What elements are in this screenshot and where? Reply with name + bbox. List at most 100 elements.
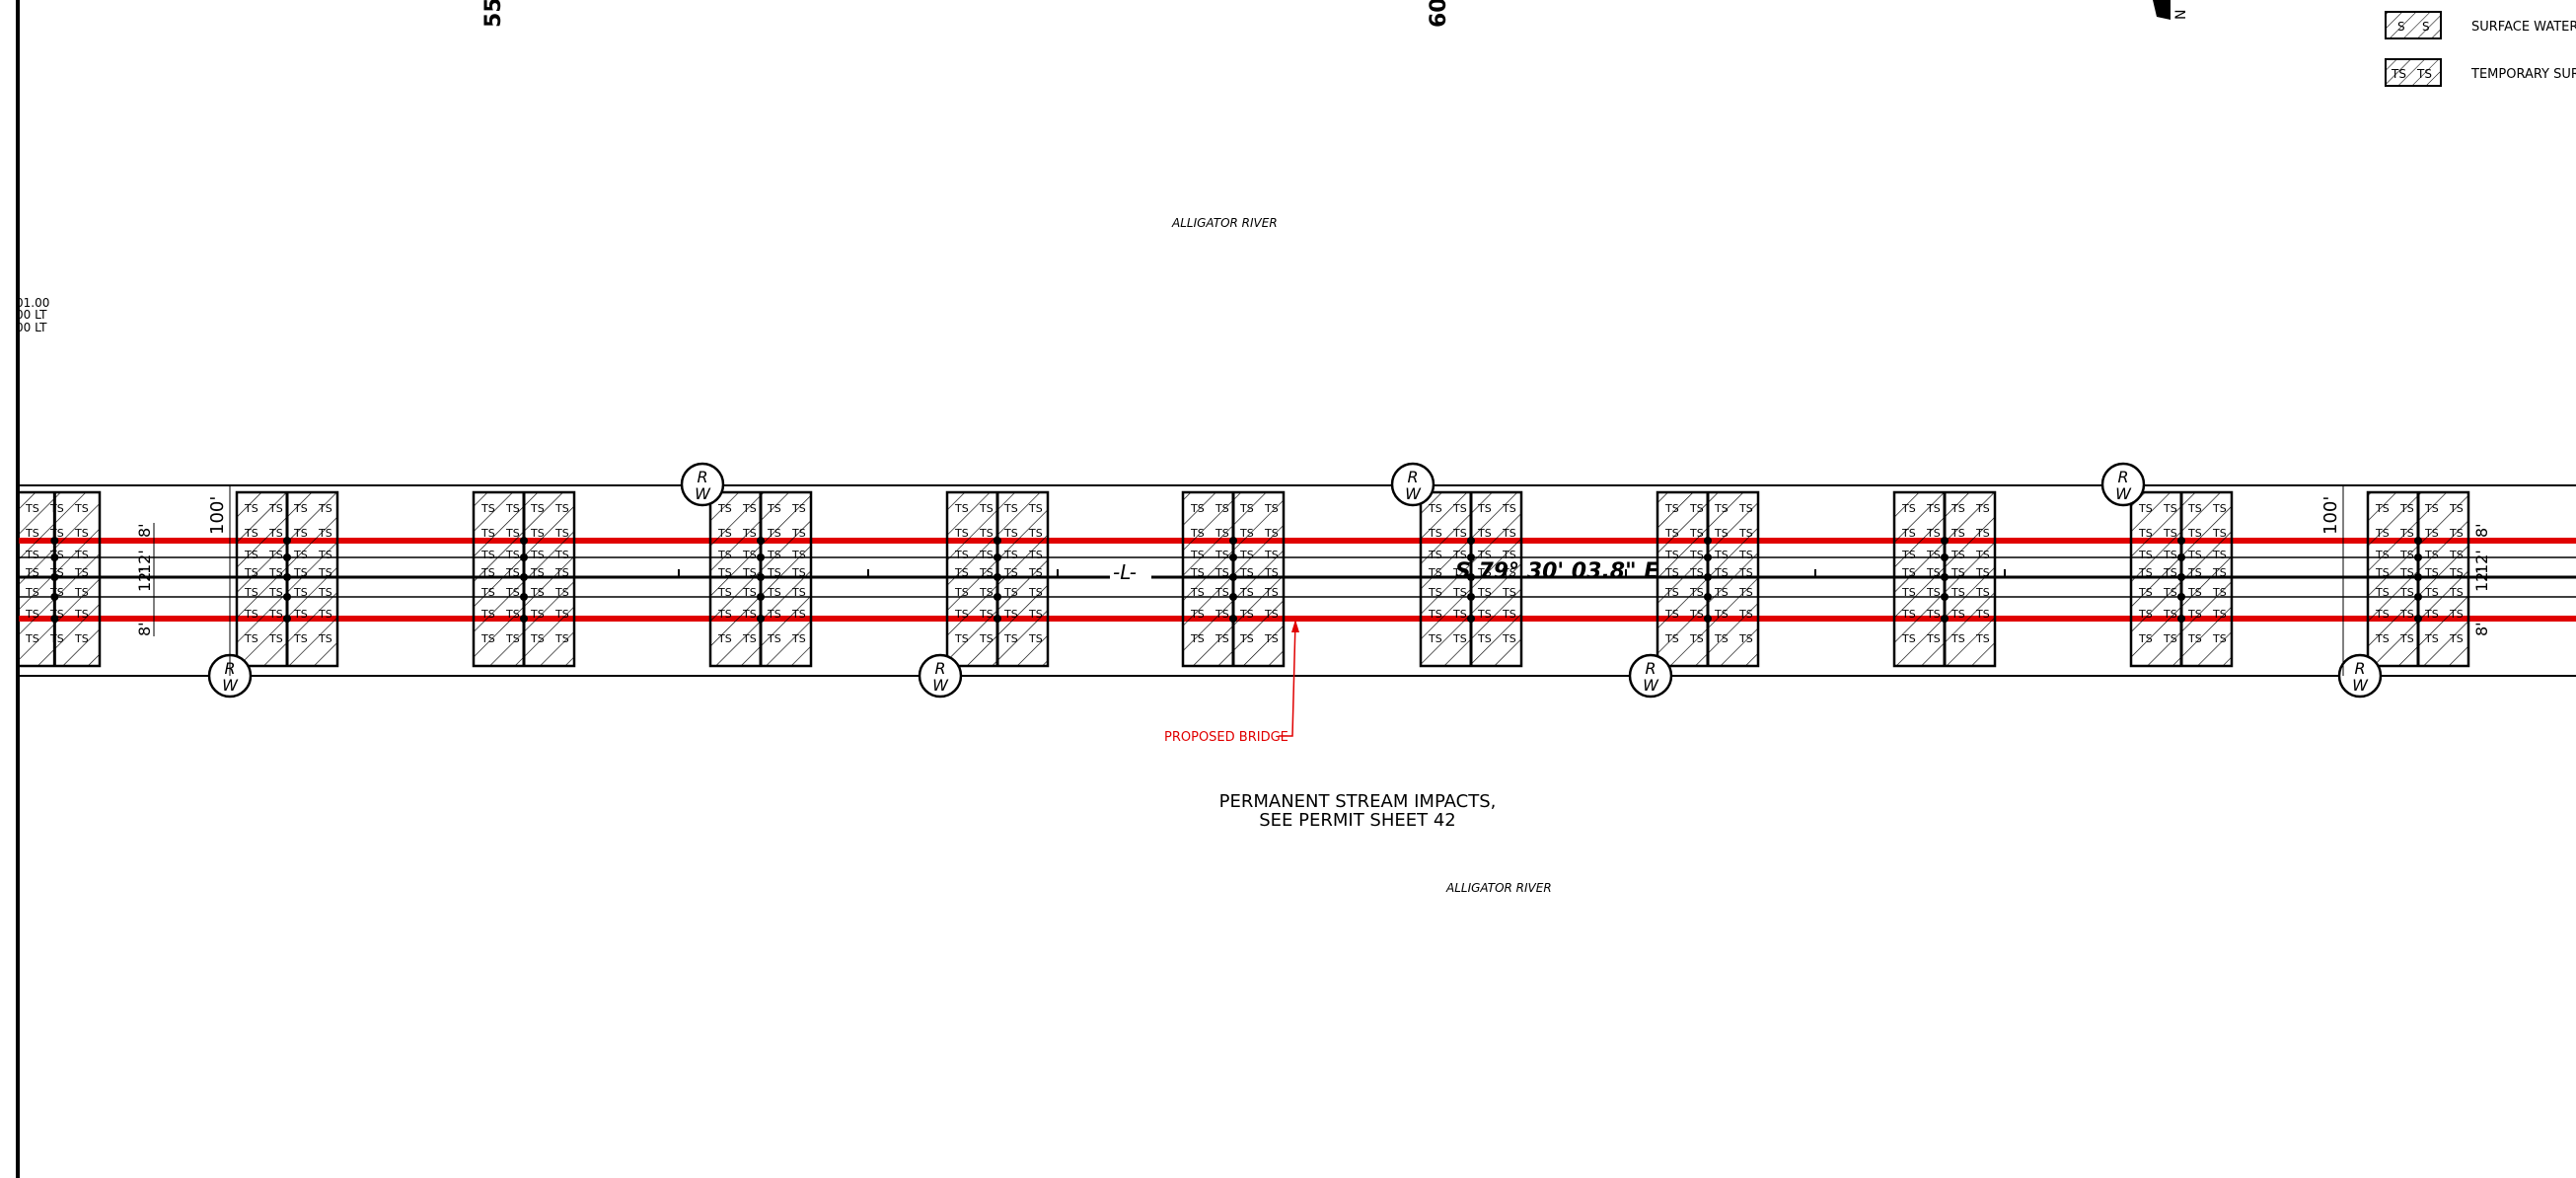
impact-hatch-label: TS bbox=[717, 608, 732, 621]
impact-hatch-label: TS bbox=[2187, 586, 2202, 599]
impact-hatch-label: TS bbox=[1975, 608, 1990, 621]
impact-hatch-label: TS bbox=[25, 586, 39, 599]
impact-hatch-label: TS bbox=[717, 586, 732, 599]
impact-hatch-label: TS bbox=[530, 632, 545, 645]
impact-hatch-label: TS bbox=[2212, 566, 2227, 579]
svg-text:W: W bbox=[2352, 676, 2369, 695]
impact-hatch-label: TS bbox=[1264, 527, 1279, 540]
impact-hatch-label: TS bbox=[25, 608, 39, 621]
impact-hatch-label: TS bbox=[1901, 566, 1916, 579]
impact-hatch-label: TS bbox=[318, 549, 332, 561]
impact-hatch-label: TS bbox=[49, 632, 64, 645]
svg-text:W: W bbox=[2115, 484, 2132, 503]
svg-text:N: N bbox=[2173, 10, 2189, 20]
right-of-way-marker: RW bbox=[2337, 653, 2383, 699]
impact-hatch-label: TS bbox=[1239, 632, 1254, 645]
impact-hatch-label: TS bbox=[268, 502, 283, 515]
impact-hatch-label: TS bbox=[1190, 502, 1205, 515]
edge-note-3: 00 LT bbox=[16, 321, 47, 334]
impact-hatch-label: TS bbox=[1502, 586, 1516, 599]
impact-hatch-label: TS bbox=[2163, 632, 2177, 645]
impact-hatch-label: TS bbox=[791, 566, 806, 579]
impact-hatch-label: TS bbox=[1428, 566, 1442, 579]
impact-hatch-label: TS bbox=[717, 502, 732, 515]
right-of-way-marker: RW bbox=[680, 462, 725, 507]
legend-swatch-surface-water bbox=[2385, 11, 2442, 39]
impact-hatch-label: TS bbox=[1738, 502, 1753, 515]
impact-hatch-label: TS bbox=[1264, 608, 1279, 621]
impact-hatch-label: TS bbox=[1239, 549, 1254, 561]
svg-text:W: W bbox=[1405, 484, 1422, 503]
impact-hatch-label: TS bbox=[767, 549, 781, 561]
station-label-right: 60 bbox=[1427, 0, 1451, 28]
impact-hatch-label: TS bbox=[2187, 608, 2202, 621]
impact-hatch-label: TS bbox=[2399, 527, 2414, 540]
impact-hatch-label: TS bbox=[1689, 566, 1704, 579]
impact-hatch-label: TS bbox=[25, 566, 39, 579]
impact-hatch-label: TS bbox=[25, 632, 39, 645]
impact-hatch-label: TS bbox=[2187, 549, 2202, 561]
impact-hatch-label: TS bbox=[1926, 608, 1941, 621]
impact-hatch-label: TS bbox=[767, 502, 781, 515]
impact-hatch-label: TS bbox=[318, 632, 332, 645]
impact-hatch-label: TS bbox=[1264, 586, 1279, 599]
legend-swatch-temporary-surface bbox=[2385, 58, 2442, 87]
impact-hatch-label: TS bbox=[1190, 586, 1205, 599]
impact-hatch-label: TS bbox=[1738, 566, 1753, 579]
impact-hatch-label: TS bbox=[74, 566, 89, 579]
impact-hatch-label: TS bbox=[1477, 527, 1492, 540]
svg-text:W: W bbox=[695, 484, 711, 503]
impact-hatch-label: TS bbox=[25, 527, 39, 540]
impact-hatch-label: TS bbox=[2375, 632, 2390, 645]
impact-hatch-label: TS bbox=[2449, 549, 2464, 561]
impact-hatch-label: TS bbox=[268, 549, 283, 561]
impact-hatch-label: TS bbox=[1901, 527, 1916, 540]
impact-hatch-label: TS bbox=[293, 549, 308, 561]
impact-hatch-label: TS bbox=[979, 608, 994, 621]
svg-text:S: S bbox=[2397, 20, 2405, 34]
impact-hatch-label: TS bbox=[1738, 632, 1753, 645]
impact-hatch-label: TS bbox=[293, 527, 308, 540]
impact-hatch-label: TS bbox=[49, 608, 64, 621]
impact-hatch-label: TS bbox=[1738, 549, 1753, 561]
impact-hatch-label: TS bbox=[954, 502, 969, 515]
impact-hatch-label: TS bbox=[1950, 566, 1965, 579]
impact-hatch-label: TS bbox=[554, 632, 569, 645]
impact-hatch-label: TS bbox=[480, 586, 495, 599]
svg-text:R: R bbox=[2354, 659, 2365, 678]
svg-text:R: R bbox=[2117, 468, 2128, 486]
impact-hatch-label: TS bbox=[49, 566, 64, 579]
impact-hatch-label: TS bbox=[1028, 566, 1043, 579]
impact-hatch-label: TS bbox=[2399, 502, 2414, 515]
impact-hatch-label: TS bbox=[1664, 502, 1679, 515]
impact-hatch-label: TS bbox=[2424, 527, 2439, 540]
impact-hatch-label: TS bbox=[1901, 549, 1916, 561]
impact-hatch-label: TS bbox=[1028, 502, 1043, 515]
impact-hatch-label: TS bbox=[791, 549, 806, 561]
impact-hatch-label: TS bbox=[742, 566, 757, 579]
impact-hatch-label: TS bbox=[318, 527, 332, 540]
impact-hatch-label: TS bbox=[954, 527, 969, 540]
impact-hatch-label: TS bbox=[2163, 586, 2177, 599]
station-label-left: 55 bbox=[481, 0, 506, 28]
dimension-12-right: 12' bbox=[2472, 550, 2491, 574]
impact-hatch-label: TS bbox=[1714, 586, 1729, 599]
impact-hatch-label: TS bbox=[1950, 608, 1965, 621]
impact-hatch-label: TS bbox=[979, 527, 994, 540]
impact-hatch-label: TS bbox=[1926, 549, 1941, 561]
right-of-way-marker: RW bbox=[1390, 462, 1435, 507]
impact-hatch-label: TS bbox=[979, 549, 994, 561]
impact-hatch-label: TS bbox=[1502, 527, 1516, 540]
dimension-8-left: 8' bbox=[135, 523, 154, 538]
impact-hatch-label: TS bbox=[1502, 549, 1516, 561]
impact-hatch-label: TS bbox=[1689, 586, 1704, 599]
impact-hatch-label: TS bbox=[1950, 549, 1965, 561]
impact-hatch-label: TS bbox=[1901, 502, 1916, 515]
impact-hatch-label: TS bbox=[1689, 502, 1704, 515]
impact-hatch-label: TS bbox=[954, 608, 969, 621]
right-of-way-marker: RW bbox=[1628, 653, 1673, 699]
